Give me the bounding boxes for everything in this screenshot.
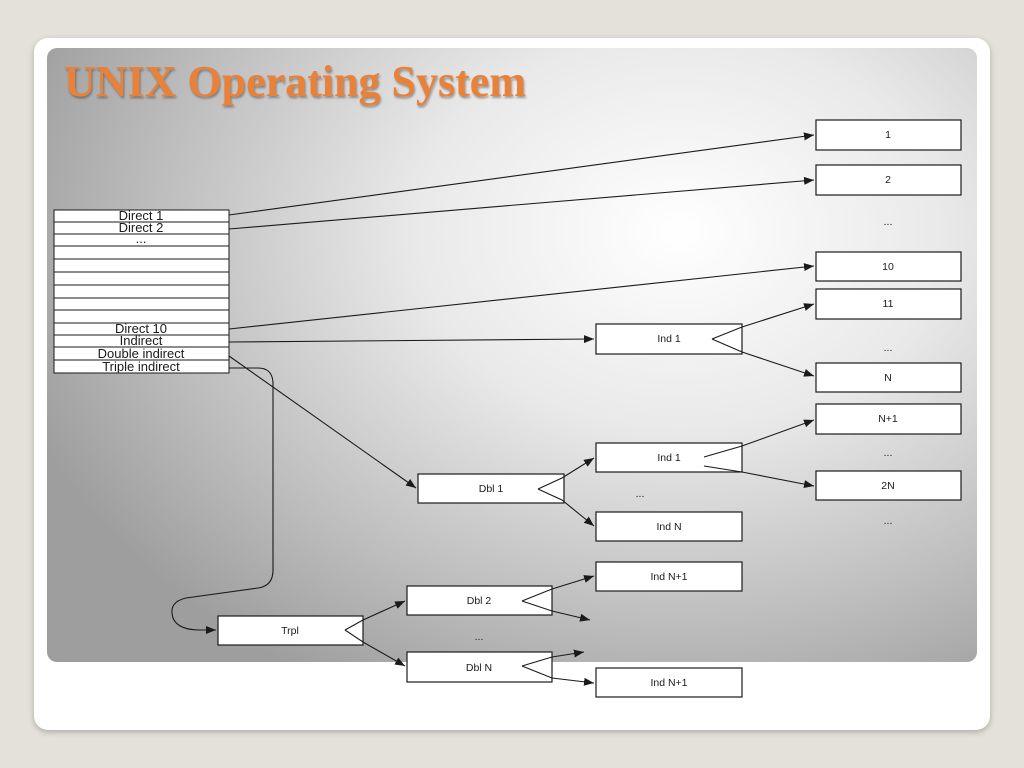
inode-row-label: Direct 10 [115, 321, 167, 336]
triple-block: Trpl [217, 615, 364, 646]
data-block-label: N+1 [878, 413, 898, 425]
indirect-block-label: Ind 1 [657, 452, 681, 464]
inode-row-label: Direct 1 [119, 208, 164, 223]
arrow-indirect [228, 335, 595, 344]
inode-row-empty [53, 297, 230, 311]
indirect-block-ellipsis: ... [636, 488, 645, 500]
data-block-2 [815, 164, 962, 196]
arrow-direct-1 [228, 132, 815, 216]
double-blocks: Dbl 1 Dbl 2 ... Dbl N [406, 473, 565, 683]
data-block-ellipsis: ... [884, 515, 893, 527]
inode-row-empty [53, 258, 230, 273]
inode-row-label: Double indirect [98, 346, 185, 361]
inode-row-label: Triple indirect [102, 359, 180, 374]
double-block-label: Dbl N [466, 662, 492, 674]
data-block-label: 11 [883, 298, 894, 310]
data-block-10 [815, 251, 962, 282]
data-block-11 [815, 288, 962, 320]
pointer-arrows [171, 132, 815, 686]
arrow-dbln-out [521, 649, 585, 667]
data-blocks: 1 2 ... 10 11 ... N N+1 ... 2N ... [815, 119, 962, 527]
indirect-block-ind-n-plus-1 [595, 561, 743, 592]
arrow-ind1-to-n-plus-1 [703, 419, 815, 458]
data-block-1 [815, 119, 962, 151]
double-block-label: Dbl 2 [467, 595, 492, 607]
indirect-block-ind-n-plus-1-bottom [595, 667, 743, 698]
arrow-dbln-to-indn1 [521, 665, 595, 686]
data-block-label: 2 [885, 174, 891, 186]
triple-block-trpl [217, 615, 364, 646]
arrow-ind1-to-11 [711, 303, 815, 340]
data-block-label: 1 [885, 129, 891, 141]
double-block-ellipsis: ... [475, 631, 484, 643]
inode-table: Direct 1 Direct 2 ... Direct 10 Indirect… [53, 208, 230, 374]
arrow-dbl1-to-ind1 [537, 457, 595, 490]
indirect-block-ind-1-dbl [595, 442, 743, 473]
triple-block-label: Trpl [281, 625, 299, 637]
inode-row-label: Direct 2 [119, 220, 164, 235]
data-block-ellipsis: ... [884, 447, 893, 459]
arrow-dbl2-out [521, 600, 591, 622]
data-block-label: 10 [882, 261, 894, 273]
arrow-double-indirect [228, 355, 417, 489]
arrow-direct-2 [228, 176, 815, 230]
arrow-ind1-to-n [711, 338, 815, 377]
indirect-block-ind-n [595, 511, 743, 542]
slide-title: UNIX Operating System [64, 57, 526, 106]
inode-row-empty [53, 245, 230, 260]
indirect-block-label: Ind N+1 [650, 677, 687, 689]
indirect-block-label: Ind N+1 [650, 571, 687, 583]
data-block-ellipsis: ... [884, 216, 893, 228]
arrow-trpl-to-dbln [344, 629, 406, 667]
inode-row-label: Indirect [120, 333, 163, 348]
double-block-dbl-2 [406, 585, 553, 616]
data-block-label: 2N [881, 480, 894, 492]
arrow-dbl2-to-indn1 [521, 575, 595, 602]
data-block-n-plus-1 [815, 403, 962, 435]
indirect-block-label: Ind 1 [657, 333, 681, 345]
data-block-n [815, 362, 962, 393]
double-block-dbl-n [406, 651, 553, 683]
inode-row-triple-indirect [53, 359, 230, 374]
arrow-triple-indirect [171, 367, 274, 634]
indirect-block-ind-1 [595, 323, 743, 355]
arrow-ind1-to-2n [703, 465, 815, 489]
indirect-block-label: Ind N [656, 521, 681, 533]
inode-row-label: ... [136, 231, 147, 246]
inode-row-empty [53, 284, 230, 299]
data-block-ellipsis: ... [884, 342, 893, 354]
arrow-direct-10 [228, 263, 815, 330]
data-block-label: N [884, 372, 892, 384]
data-block-2n [815, 470, 962, 501]
double-block-label: Dbl 1 [479, 483, 504, 495]
arrow-trpl-to-dbl2 [344, 600, 406, 631]
indirect-blocks: Ind 1 Ind 1 ... Ind N Ind N+1 Ind N+1 [595, 323, 743, 698]
arrow-dbl1-to-indn [537, 488, 595, 527]
inode-row-empty [53, 271, 230, 286]
